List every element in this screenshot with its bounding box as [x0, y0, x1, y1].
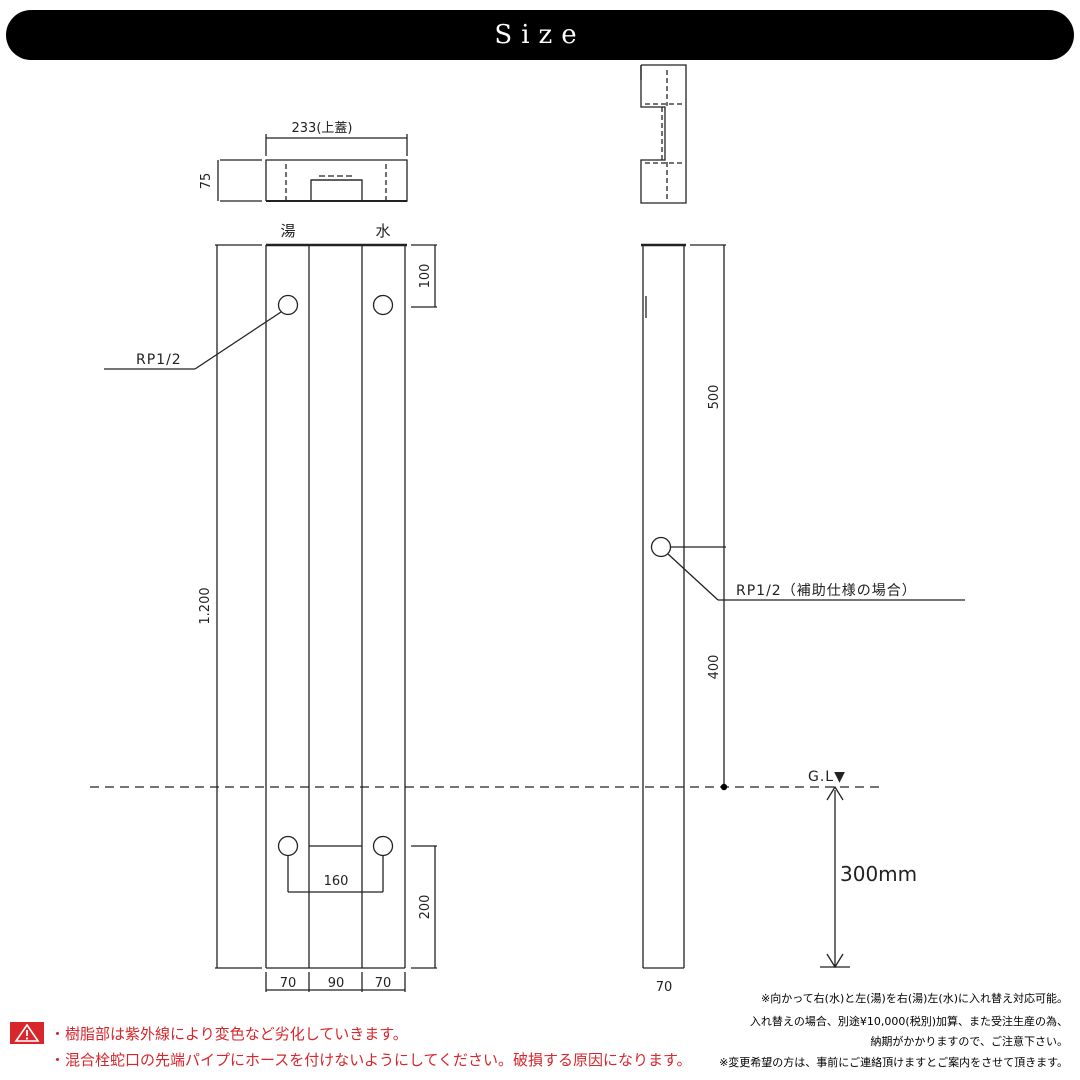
cold-label: 水	[375, 222, 390, 240]
total-height-label: 1.200	[198, 587, 213, 624]
side-body	[641, 243, 686, 969]
hot-outlet-bottom	[277, 835, 299, 857]
cold-outlet-top	[372, 294, 394, 316]
dim-500-label: 500	[707, 385, 722, 410]
top-width-label: 233(上蓋)	[292, 121, 353, 136]
header-title: Size	[494, 20, 586, 50]
burial-depth-label: 300mm	[840, 862, 917, 886]
dim-100-label: 100	[418, 264, 433, 289]
top-cap-front	[265, 159, 408, 202]
cold-outlet-bottom	[372, 835, 394, 857]
warning-triangle-icon	[10, 1022, 44, 1044]
front-body	[265, 243, 407, 969]
info-note-1: ※向かって右(水)と左(湯)を右(湯)左(水)に入れ替え対応可能。	[761, 992, 1068, 1005]
info-note-3: 納期がかかりますので、ご注意下さい。	[870, 1035, 1068, 1048]
side-top-cap	[640, 64, 687, 204]
hot-label: 湯	[280, 222, 295, 240]
info-note-2: 入れ替えの場合、別途¥10,000(税別)加算、また受注生産の為、	[749, 1015, 1068, 1028]
rp-front-label: RP1/2	[136, 352, 182, 368]
dim-160-label: 160	[324, 874, 349, 889]
dim-90-label: 90	[328, 976, 345, 991]
side-auxiliary-outlet	[650, 536, 672, 558]
dim-400-label: 400	[707, 655, 722, 680]
hot-outlet-top	[277, 294, 299, 316]
warning-note-uv: ・樹脂部は紫外線により変色など劣化していきます。	[50, 1025, 408, 1043]
side-width-label: 70	[656, 980, 673, 995]
top-height-label: 75	[199, 173, 214, 190]
ground-level-point	[720, 783, 728, 791]
dim-70-left-label: 70	[280, 976, 297, 991]
warning-note-hose: ・混合栓蛇口の先端パイプにホースを付けないようにしてください。破損する原因になり…	[50, 1051, 692, 1069]
header-bar: Size	[6, 10, 1074, 60]
rp-side-label: RP1/2（補助仕様の場合）	[736, 583, 917, 599]
ground-level-label: G.L▼	[808, 769, 846, 785]
dim-70-right-label: 70	[375, 976, 392, 991]
dim-200-label: 200	[418, 895, 433, 920]
info-note-4: ※変更希望の方は、事前にご連絡頂けますとご案内をさせて頂きます。	[719, 1056, 1068, 1069]
